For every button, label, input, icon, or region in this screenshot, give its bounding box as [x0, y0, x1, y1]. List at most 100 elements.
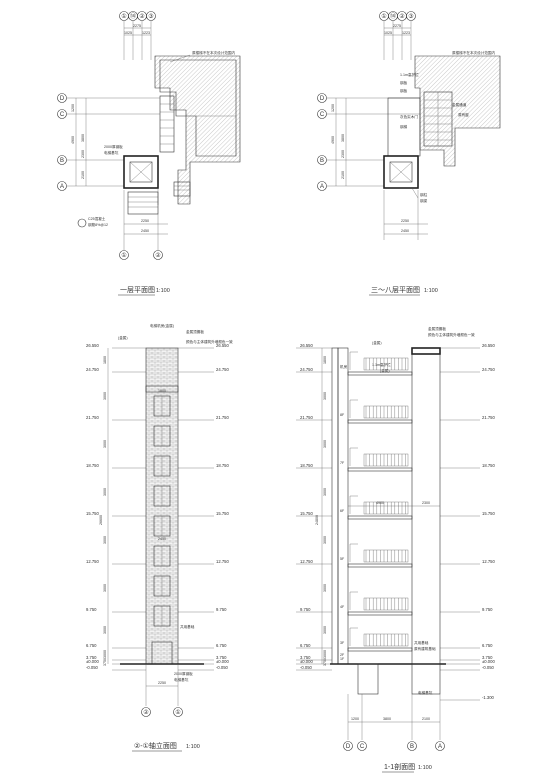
sect-level-left: 9.750	[300, 607, 311, 612]
plan1-axis-C: C	[60, 112, 65, 118]
elev-dim-left: 3000	[103, 536, 107, 544]
elev-dim-left: 3000	[103, 584, 107, 592]
sect-level-right: 24.750	[482, 367, 495, 372]
plan3-note-corridor: 金属通道	[452, 102, 467, 107]
elev-level-left: 3.750	[86, 655, 97, 660]
sect-floor-tag: 3F	[340, 641, 345, 645]
elev-level-left: -0.050	[86, 665, 99, 670]
plan1-axis-bottom-1: ①	[121, 252, 126, 259]
plan3-note-plate-a: 钢板	[400, 80, 408, 85]
sect-floor-tag: 7F	[340, 461, 345, 465]
sect-dim-left: 3000	[323, 440, 327, 448]
sect-floor-tag: 5F	[340, 557, 345, 561]
sect-floor-tag: 4F	[340, 605, 345, 609]
plan1-scale: 1:100	[156, 288, 170, 294]
plan3-dim-left-2: 4900	[331, 136, 335, 144]
plan3-note-window: 原有窗	[458, 112, 469, 117]
sect-inner-dim-2: 2300	[422, 501, 430, 505]
plan3-axis-A: A	[320, 184, 324, 190]
elev-bottom-width: 2250	[158, 681, 166, 685]
plan3-note-rail: 1.1m高护栏	[400, 72, 419, 77]
elev-title: ②-①轴立面图	[134, 741, 177, 750]
sect-level-left: 12.750	[300, 559, 313, 564]
elev-dim-left: 3000	[103, 392, 107, 400]
sect-railing	[363, 549, 409, 563]
sect-railing	[363, 633, 409, 647]
sect-note-color: 颜色与主体建筑外墙颜色一致	[428, 332, 475, 337]
plan3-dim-left-1: 1200	[331, 104, 335, 112]
elev-level-right: 18.750	[216, 463, 229, 468]
plan1-dim-left-3: 3800	[81, 134, 85, 142]
plan1-dim-bottom-1: 2250	[141, 219, 149, 223]
plan3-dim-bottom-2: 2450	[401, 229, 409, 233]
sect-railing	[363, 501, 409, 515]
elev-level-left: 15.750	[86, 511, 99, 516]
plan1-axis-2: ②	[139, 13, 145, 20]
sect-total-height: 24800	[315, 515, 319, 525]
sect-dim-left: 3000	[323, 488, 327, 496]
plan1-elevator-shaft: 2000厚钢板 电梯基坑	[104, 144, 159, 205]
sect-level-right: -1.300	[482, 695, 495, 700]
sect-level-left: 15.750	[300, 511, 313, 516]
sect-level-left: 18.750	[300, 463, 313, 468]
elev-level-left: 6.750	[86, 643, 97, 648]
sect-note-shared: 共用基础	[414, 640, 429, 645]
elev-mid-dim: 1000	[158, 389, 166, 393]
elev-level-left: 26.550	[86, 343, 99, 348]
plan3-title: 三～八层平面图	[371, 286, 420, 294]
plan3-dim-top-b: 1223	[402, 31, 410, 35]
elev-level-right: ±0.000	[216, 659, 229, 664]
sect-floor-slab	[347, 515, 413, 520]
sect-top-notes: 金属顶棚板 颜色与主体建筑外墙颜色一致 (金属) 1.1m高护栏 (金属)	[372, 326, 475, 373]
plan1-note-concrete: C25混凝土	[88, 216, 106, 221]
elev-dim-left: 1800	[103, 356, 107, 364]
sect-dim-left: 3000	[323, 536, 327, 544]
plan3-axis-1: ①	[381, 13, 386, 20]
plan3-note-plate-b: 钢板	[400, 88, 408, 93]
sect-level-left: ±0.000	[300, 659, 313, 664]
sect-floor-slab	[347, 563, 413, 568]
elev-dim-left: 3750	[103, 658, 107, 666]
elev-level-right: 6.750	[216, 643, 227, 648]
elev-scale: 1:100	[186, 744, 200, 750]
sect-level-right: 6.750	[482, 643, 493, 648]
plan3-dim-left-4: 2300	[341, 150, 345, 158]
elev-level-right: 3.750	[216, 655, 227, 660]
plan3-note-column: 钢柱	[420, 192, 428, 197]
sect-level-left: 3.750	[300, 655, 311, 660]
sect-level-right: 3.750	[482, 655, 493, 660]
plan3-dim-top-a: 1025	[384, 31, 392, 35]
sect-dim-left: 3000	[323, 626, 327, 634]
sect-level-right: 12.750	[482, 559, 495, 564]
sect-floor-slab	[347, 419, 413, 424]
plan3-note-beam: 钢梁	[420, 198, 428, 203]
plan1-entrance-steps	[127, 181, 191, 215]
sect-floor-tag: 1F	[340, 657, 345, 661]
plan3-scale: 1:100	[424, 288, 438, 294]
sect-elevator-pit	[411, 663, 441, 695]
elev-dim-left: 3000	[103, 488, 107, 496]
plan1-dim-top-b: 1223	[142, 31, 150, 35]
elev-width-mark: 2450	[158, 537, 166, 541]
elev-total-height: 26600	[99, 515, 103, 525]
plan1-dim-top-a: 1025	[124, 31, 132, 35]
plan3-axis-B: B	[320, 158, 324, 164]
elev-axis-1: ①	[175, 709, 180, 716]
sect-railing	[363, 357, 409, 371]
sect-railing	[363, 405, 409, 419]
plan1-dim-top-total: 2275	[133, 24, 141, 28]
elev-level-left: 18.750	[86, 463, 99, 468]
plan3-elevator-shaft	[383, 155, 419, 189]
plan1-dim-left-5: 2100	[81, 171, 85, 179]
sect-dim-left: 3000	[323, 584, 327, 592]
sect-note-metal: (金属)	[372, 340, 382, 345]
plan1-axis-B: B	[60, 158, 64, 164]
sect-axis-A: A	[438, 744, 442, 750]
plan3-dim-top-total: 2275	[393, 24, 401, 28]
elev-dim-left: 3000	[103, 650, 107, 658]
elev-level-right: 26.550	[216, 343, 229, 348]
plan3-axes-left: D C B A 1200 4900 3800 2300 2100	[317, 93, 420, 191]
elev-level-right: 15.750	[216, 511, 229, 516]
